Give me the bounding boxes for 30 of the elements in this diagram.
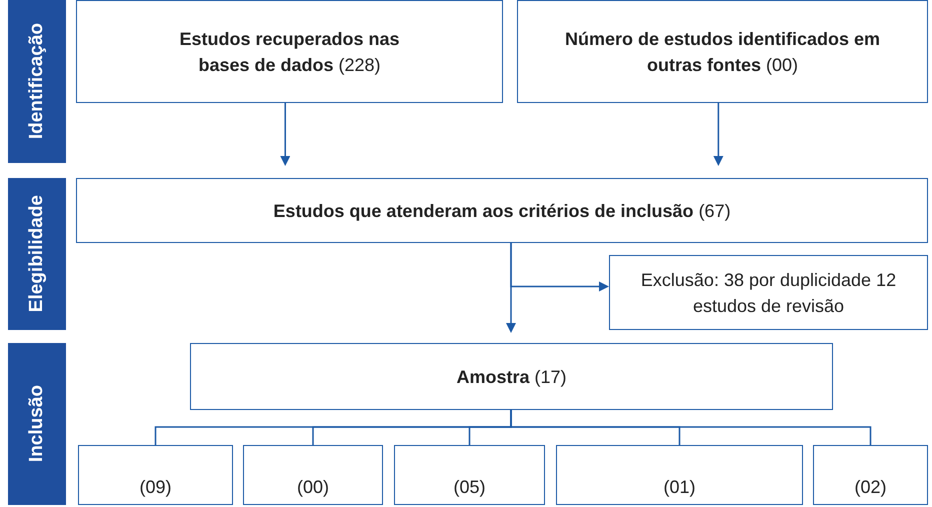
arrow (280, 103, 290, 166)
box-text: Estudos recuperados nas bases de dados (228) (178, 28, 401, 77)
box-text: (05) (453, 476, 486, 499)
stage-band (8, 178, 66, 330)
connector-line (510, 410, 872, 445)
arrow (510, 243, 609, 292)
process-box (190, 343, 833, 410)
database-box (813, 445, 928, 505)
box-text: Exclusão: 38 por duplicidade 12 estudos de revisão (640, 268, 898, 318)
exclusion-box (609, 255, 928, 330)
database-box (556, 445, 803, 505)
stage-label: Identificação (24, 23, 48, 140)
process-box (76, 178, 928, 243)
box-text: Número de estudos identificados em outras fontes (00) (564, 28, 882, 77)
box-text: Estudos que atenderam aos critérios de inclusão (67) (273, 200, 731, 223)
stage-label: Inclusão (24, 385, 48, 463)
box-text: (00) (296, 476, 329, 499)
stage-band (8, 343, 66, 505)
process-box (76, 0, 503, 103)
stage-label: Elegibilidade (24, 195, 48, 313)
box-text: (09) (139, 476, 172, 499)
stage-band (8, 0, 66, 163)
box-text: Amostra (17) (456, 366, 567, 389)
box-text: (01) (663, 476, 696, 499)
database-box (78, 445, 233, 505)
database-box (394, 445, 545, 505)
database-box (243, 445, 383, 505)
box-text: (02) (854, 476, 886, 499)
arrow (713, 103, 724, 166)
process-box (517, 0, 928, 103)
